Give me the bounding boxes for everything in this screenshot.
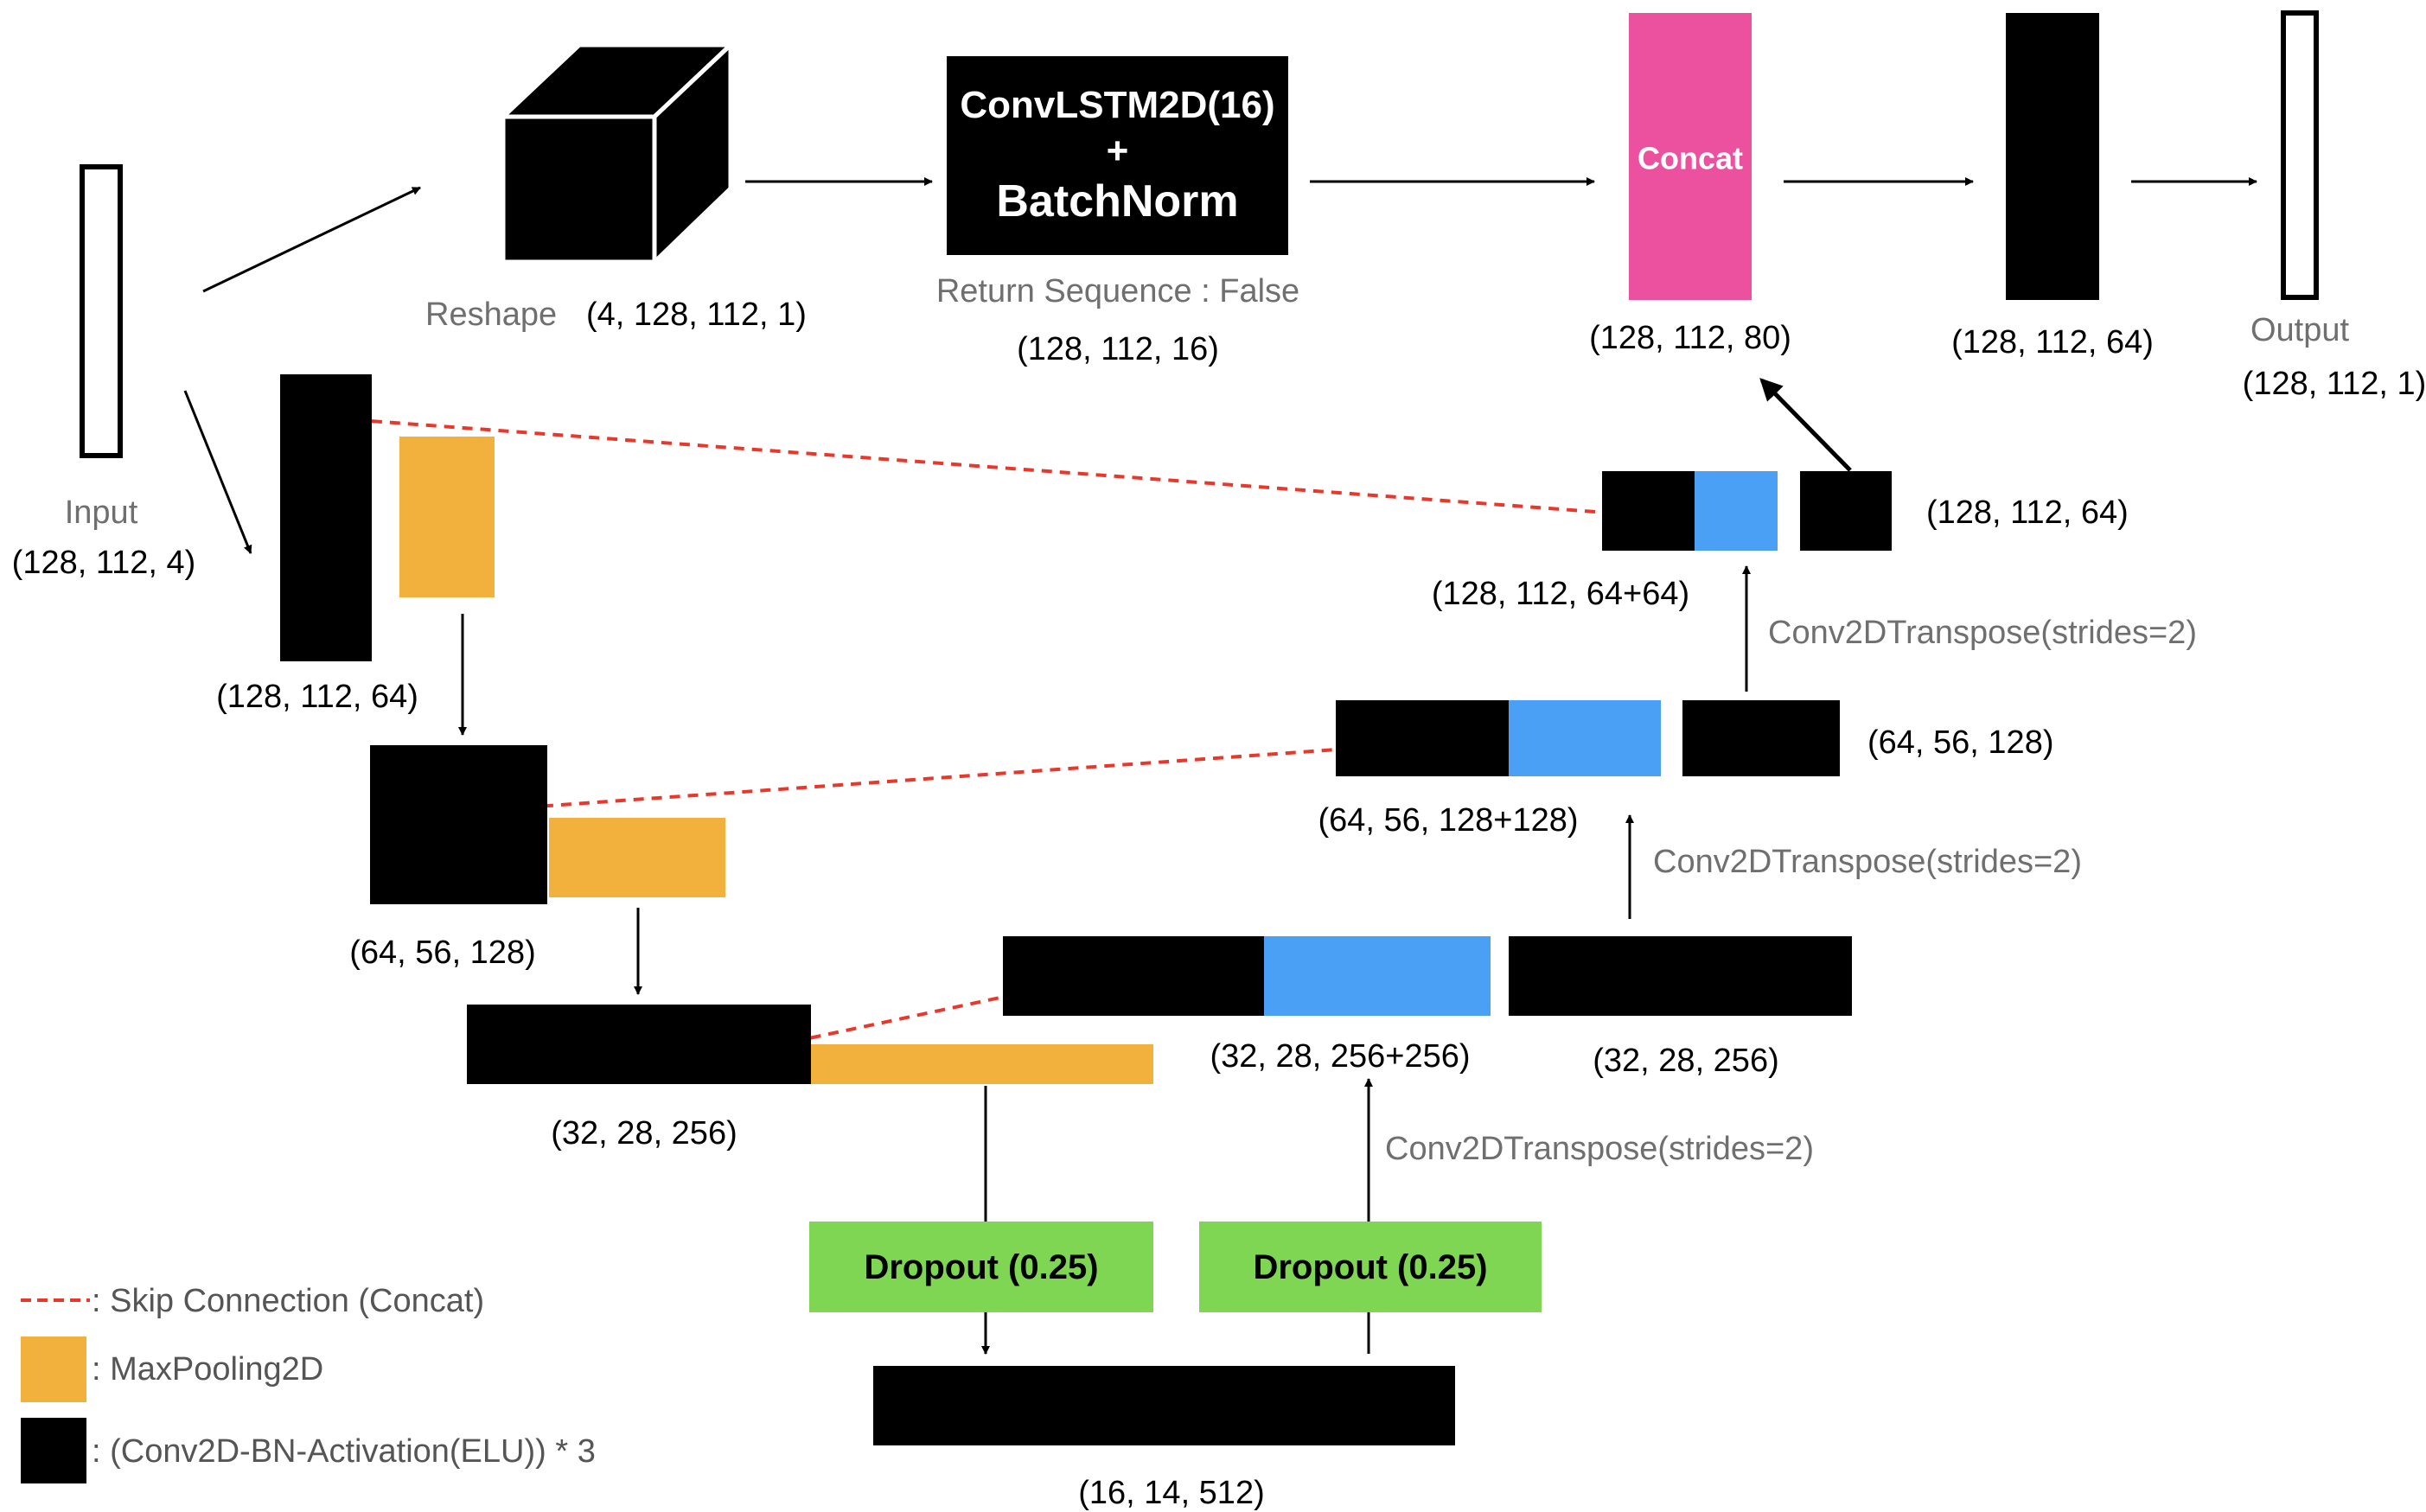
decoder-level3-transpose-label: Conv2DTranspose(strides=2) — [1385, 1131, 1814, 1167]
decoder-level3-skip-block — [1003, 936, 1264, 1016]
concat-shape: (128, 112, 80) — [1589, 320, 1791, 356]
legend-block-swatch — [21, 1418, 86, 1483]
legend: : Skip Connection (Concat) : MaxPooling2… — [0, 1271, 657, 1496]
decoder-level1-block-shape: (128, 112, 64) — [1926, 494, 2129, 531]
decoder-level2-skip-block — [1336, 700, 1509, 776]
input-block — [80, 164, 123, 458]
arrow-level1-to-concat — [1759, 378, 1852, 472]
encoder-level1-maxpool — [399, 437, 495, 597]
skip-connection-level3 — [792, 991, 1025, 1043]
convlstm-line2: + — [1106, 129, 1129, 172]
skip-connection-level1 — [335, 417, 1619, 515]
final-conv-block — [2006, 13, 2099, 300]
decoder-level3-concat-shape: (32, 28, 256+256) — [1210, 1038, 1471, 1075]
legend-block-label: : (Conv2D-BN-Activation(ELU)) * 3 — [92, 1433, 596, 1470]
decoder-level1-skip-block — [1602, 471, 1695, 551]
concat-label: Concat — [1637, 140, 1743, 176]
final-block-shape: (128, 112, 64) — [1951, 324, 2154, 360]
encoder-level2-maxpool — [549, 818, 725, 897]
decoder-level2-upsampled-block — [1509, 700, 1661, 776]
decoder-level3-block — [1509, 936, 1852, 1016]
output-shape: (128, 112, 1) — [2242, 366, 2426, 402]
decoder-level1-block — [1800, 471, 1892, 551]
input-shape: (128, 112, 4) — [11, 545, 196, 581]
convlstm-note: Return Sequence : False — [935, 273, 1300, 309]
dropout-decoder-label: Dropout (0.25) — [1253, 1247, 1488, 1286]
decoder-level1-concat-shape: (128, 112, 64+64) — [1431, 576, 1690, 612]
encoder-level2-shape: (64, 56, 128) — [349, 935, 536, 971]
dropout-decoder-block: Dropout (0.25) — [1199, 1222, 1542, 1312]
arrow-input-to-encoder — [183, 390, 252, 554]
legend-maxpool-label: : MaxPooling2D — [92, 1351, 324, 1388]
legend-maxpool-swatch — [21, 1337, 86, 1402]
convlstm-batchnorm-block: ConvLSTM2D(16) + BatchNorm — [947, 56, 1288, 255]
decoder-level2-concat-shape: (64, 56, 128+128) — [1318, 802, 1579, 839]
decoder-level1-upsampled-block — [1695, 471, 1778, 551]
reshape-cube-icon — [501, 42, 733, 265]
skip-connection-level2 — [524, 747, 1350, 809]
legend-skip-label: : Skip Connection (Concat) — [92, 1283, 485, 1319]
encoder-level3-block — [467, 1005, 811, 1084]
encoder-level3-shape: (32, 28, 256) — [551, 1115, 737, 1152]
encoder-level1-shape: (128, 112, 64) — [216, 679, 418, 715]
decoder-level3-upsampled-block — [1264, 936, 1491, 1016]
convlstm-line3: BatchNorm — [996, 175, 1239, 226]
encoder-level3-maxpool — [811, 1044, 1153, 1084]
decoder-level3-block-shape: (32, 28, 256) — [1593, 1043, 1779, 1079]
bottleneck-shape: (16, 14, 512) — [1078, 1475, 1265, 1511]
input-label: Input — [64, 494, 138, 531]
convlstm-shape: (128, 112, 16) — [1017, 331, 1219, 367]
encoder-level1-block — [280, 374, 372, 661]
decoder-level2-block-shape: (64, 56, 128) — [1867, 724, 2054, 761]
encoder-level2-block — [370, 745, 547, 904]
dropout-encoder-label: Dropout (0.25) — [864, 1247, 1099, 1286]
dropout-encoder-block: Dropout (0.25) — [809, 1222, 1153, 1312]
decoder-level2-block — [1682, 700, 1840, 776]
arrow-input-to-reshape — [202, 186, 421, 293]
reshape-label: Reshape — [425, 297, 558, 333]
decoder-level1-transpose-label: Conv2DTranspose(strides=2) — [1768, 615, 2197, 651]
output-block — [2281, 10, 2319, 300]
concat-block: Concat — [1629, 13, 1752, 300]
convlstm-line1: ConvLSTM2D(16) — [960, 84, 1275, 126]
reshape-shape: (4, 128, 112, 1) — [586, 297, 807, 333]
decoder-level2-transpose-label: Conv2DTranspose(strides=2) — [1653, 844, 2082, 880]
legend-skip-swatch — [21, 1298, 90, 1302]
bottleneck-block — [873, 1366, 1455, 1445]
output-label: Output — [2250, 312, 2350, 348]
